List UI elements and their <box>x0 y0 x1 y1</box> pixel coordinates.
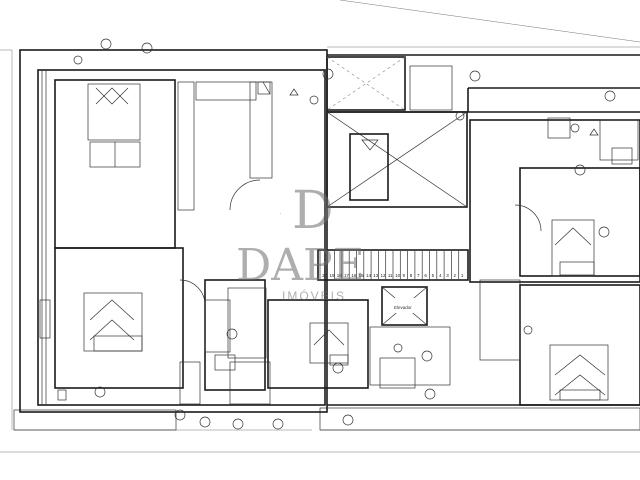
stair-step-number: 10 <box>395 273 401 278</box>
stair-step-number: 9 <box>402 273 405 278</box>
corridor-label: · <box>280 211 282 216</box>
watermark-brand: DAPE <box>236 240 365 291</box>
stair-step-number: 3 <box>446 273 449 278</box>
stair-step-number: 20 <box>322 273 328 278</box>
stair-step-number: 11 <box>388 273 393 278</box>
stair-step-number: 6 <box>424 273 427 278</box>
bedroom-right-bottom <box>479 279 640 406</box>
watermark-logo: D DAPE IMÓVEIS <box>236 181 365 303</box>
bedroom-bottom-center <box>267 299 451 389</box>
stair-step-number: 2 <box>454 273 457 278</box>
site-boundary <box>0 0 640 453</box>
stair-step-number: 12 <box>381 273 387 278</box>
stair-step-number: 8 <box>410 273 413 278</box>
elevator-label: Elevador <box>394 305 412 310</box>
bedroom-top-left <box>54 79 273 249</box>
stair-step-number: 14 <box>366 273 372 278</box>
stair-step-number: 7 <box>417 273 420 278</box>
bedroom-right-top <box>469 117 640 283</box>
bath-block-left <box>179 279 271 405</box>
watermark-monogram: D <box>292 181 334 241</box>
stair-step-number: 19 <box>329 273 335 278</box>
stair-step-number: 4 <box>439 273 442 278</box>
bedroom-bottom-left <box>39 247 184 389</box>
stair-step-number: 13 <box>373 273 379 278</box>
watermark-sub: IMÓVEIS <box>282 288 346 303</box>
stair-step-number: 17 <box>344 273 350 278</box>
stair-step-number: 1 <box>461 273 464 278</box>
stair-step-number: 16 <box>351 273 357 278</box>
stair-step-number: 15 <box>359 273 365 278</box>
stair-step-number: 18 <box>337 273 343 278</box>
elevator-core: Elevador <box>326 56 468 326</box>
annotation-tags <box>41 38 633 430</box>
stair-step-number: 5 <box>432 273 435 278</box>
